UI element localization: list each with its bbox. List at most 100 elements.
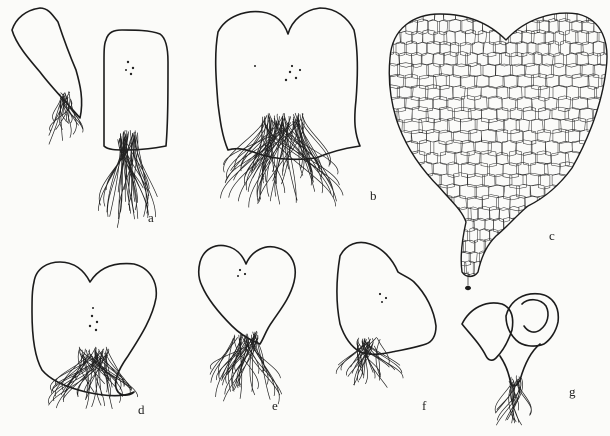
panel-label-c: c (549, 228, 555, 243)
cell (565, 196, 579, 208)
cell (602, 118, 610, 133)
cell (439, 228, 449, 242)
cell (383, 284, 394, 298)
cell (544, 163, 560, 175)
cell (601, 97, 610, 112)
prothallus-a-small (12, 8, 83, 144)
cell (558, 96, 570, 112)
cell (605, 283, 610, 300)
panel-label-d: d (138, 402, 145, 417)
cell (530, 184, 544, 197)
cell (523, 107, 535, 121)
cell (427, 196, 440, 211)
cell (553, 261, 565, 276)
cell (568, 251, 580, 264)
cell (605, 217, 610, 231)
rhizoid-hair (255, 335, 270, 399)
cell (398, 251, 410, 265)
cell (594, 152, 610, 167)
cell (413, 174, 429, 189)
cell (568, 228, 579, 243)
cell (584, 262, 592, 276)
rhizoid-hair (52, 356, 98, 394)
cell (594, 283, 605, 297)
cell (405, 184, 420, 198)
cell (504, 239, 516, 252)
cell (493, 239, 502, 255)
cell (579, 151, 593, 167)
cell (388, 228, 399, 245)
cell (398, 151, 410, 166)
cell (518, 229, 527, 241)
cell (600, 141, 610, 154)
cell (509, 229, 522, 243)
cell (574, 185, 590, 199)
cell (384, 129, 397, 144)
cell (580, 173, 593, 189)
cell (599, 272, 610, 287)
panel-d-drawing (32, 262, 156, 409)
cell (410, 251, 421, 264)
cell (453, 173, 467, 186)
cell (384, 240, 395, 253)
cell (548, 207, 559, 220)
cell (408, 207, 418, 219)
cell (590, 251, 600, 266)
cell (558, 206, 570, 219)
cell (601, 163, 610, 177)
cell (567, 86, 579, 101)
cell (589, 206, 599, 219)
cell (444, 31, 455, 46)
cell (488, 9, 497, 24)
cell (390, 272, 399, 287)
cell (496, 129, 508, 143)
panel-label-b: b (370, 188, 377, 203)
cell (533, 261, 544, 276)
cell (414, 217, 424, 232)
cell (478, 9, 489, 23)
cell (412, 64, 429, 79)
cell (444, 52, 458, 65)
cell (514, 240, 523, 253)
cell (583, 217, 595, 230)
cell (580, 228, 590, 243)
rhizoid-hair (49, 101, 61, 144)
cell (595, 195, 609, 209)
cell (483, 284, 492, 297)
cell (404, 163, 418, 178)
cell (395, 284, 404, 299)
cell (563, 218, 573, 232)
cell (605, 20, 610, 34)
cell (384, 195, 396, 209)
cell (429, 250, 439, 266)
cell (429, 20, 438, 35)
cell (504, 185, 520, 200)
panel-c-drawing (383, 8, 610, 299)
cell (424, 239, 432, 253)
cell (574, 163, 586, 175)
cell (538, 250, 549, 266)
cell (560, 272, 568, 286)
cell (500, 250, 508, 265)
cell (403, 240, 416, 254)
cell (514, 283, 524, 297)
cell (404, 119, 423, 134)
cell (418, 186, 433, 199)
cell (433, 239, 444, 252)
panel-label-a: a (148, 210, 154, 225)
panel-b-drawing (216, 8, 360, 207)
cell (511, 9, 521, 21)
cell (580, 273, 589, 289)
cell (438, 272, 450, 288)
cell (508, 250, 521, 263)
cell (392, 184, 405, 199)
cell (573, 217, 586, 232)
cell (449, 251, 458, 266)
cell (595, 262, 606, 276)
cell (447, 140, 463, 154)
cell (414, 261, 426, 276)
cell (598, 9, 610, 22)
cell (594, 240, 603, 253)
cell (584, 283, 594, 298)
cell (390, 8, 399, 21)
